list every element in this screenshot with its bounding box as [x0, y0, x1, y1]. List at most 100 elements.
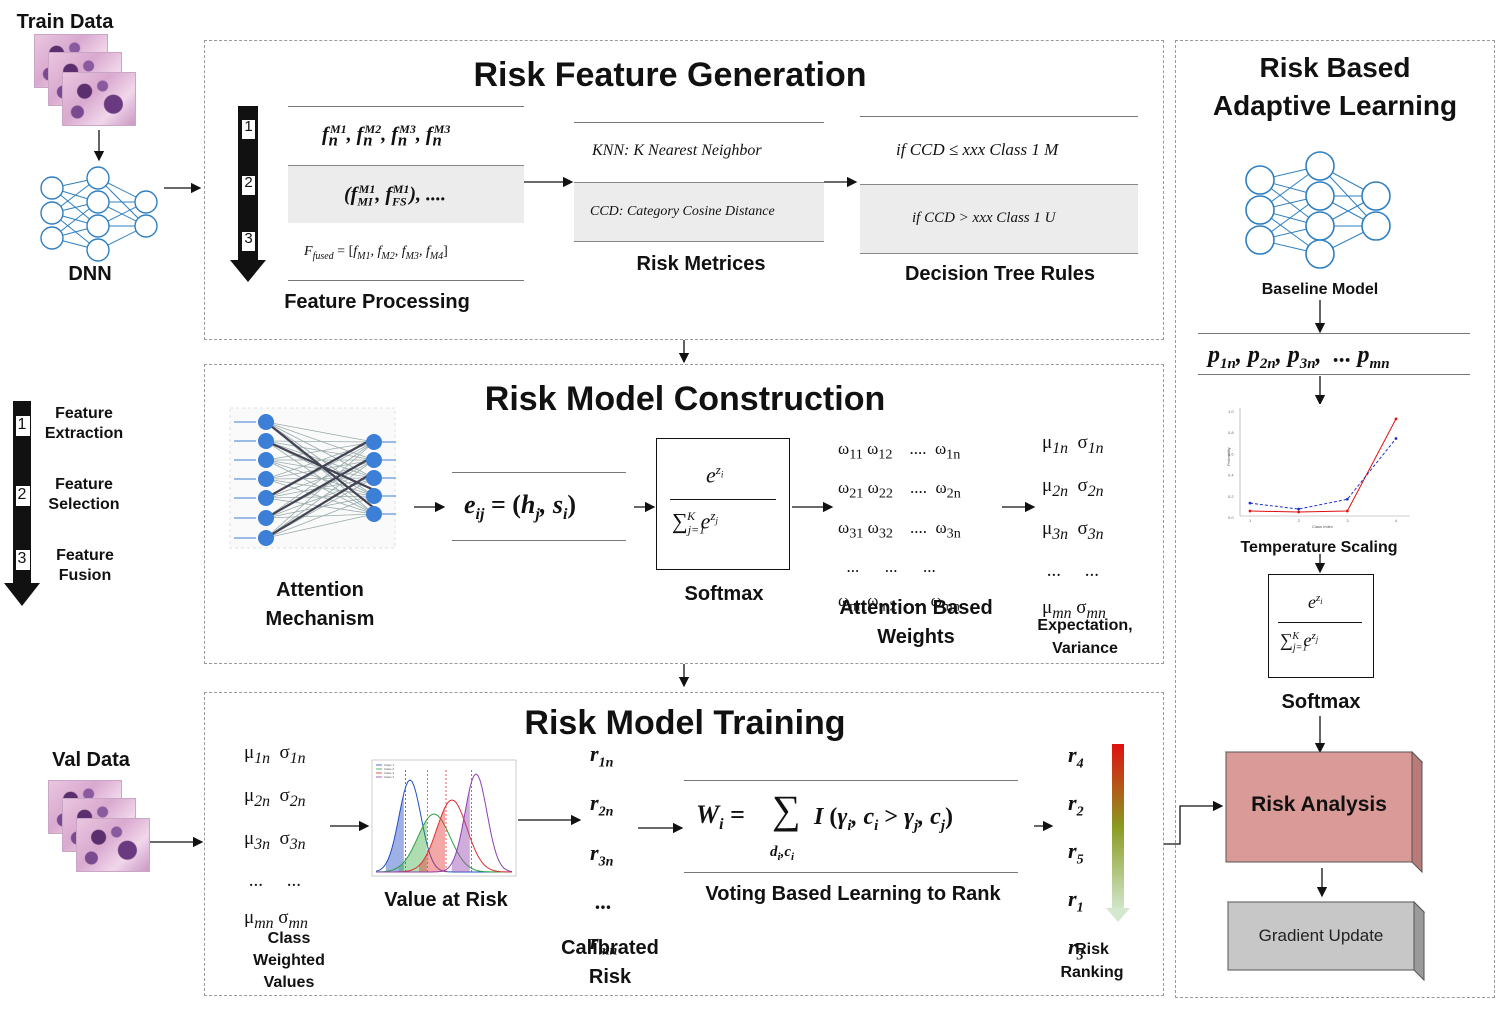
temp-red-point: [1248, 509, 1252, 513]
risk-model-training-panel: [204, 692, 1164, 996]
temp-blue-point: [1345, 497, 1349, 501]
var-curve: [376, 813, 512, 873]
legend-feature-selection: Feature Selection: [48, 476, 120, 513]
dt-rule-1: if CCD ≤ xxx Class 1 M: [896, 140, 1059, 159]
fp-formula-2: (fMIM1, fFSM1), ....: [344, 182, 447, 209]
softmax-fraction-bar: [670, 499, 776, 500]
adaptive-softmax-bar: [1278, 622, 1362, 623]
feature-step-1: 1: [244, 118, 253, 135]
attention-output-node: [366, 434, 382, 450]
vote-rule-bottom: [684, 872, 1018, 873]
dt-shaded-row: [860, 184, 1138, 254]
attention-mechanism-label: Attention Mechanism: [265, 579, 375, 630]
legend-feature-extraction: Feature Extraction: [44, 405, 124, 442]
construction-title: Risk Model Construction: [484, 380, 886, 418]
val-arrow: [150, 836, 204, 848]
temp-red-point: [1345, 509, 1349, 513]
var-tail-fill: [398, 819, 427, 872]
feature-generation-title: Risk Feature Generation: [473, 56, 867, 94]
risk-model-construction-panel: [204, 364, 1164, 664]
mu-sigma-matrix: μ1n σ1n μ2n σ2n μ3n σ3n ... ... μmn σmn: [1042, 432, 1106, 623]
vote-formula: Wi =: [696, 800, 745, 834]
var-legend-label: Class 1: [384, 763, 394, 767]
softmax-numerator: ezi: [706, 462, 724, 488]
attention-input-node: [258, 510, 274, 526]
fp-formula-3: Ffused = [fM1, fM2, fM3, fM4]: [304, 244, 448, 262]
temp-chart-ytick: 0.2: [1228, 494, 1234, 499]
baseline-model-label: Baseline Model: [1261, 281, 1379, 298]
panel2-to-panel3-arrow: [678, 664, 690, 688]
attention-input-node: [258, 530, 274, 546]
train-image-3: [62, 72, 136, 126]
adaptive-softmax-label: Softmax: [1281, 691, 1361, 713]
vote-sigma: ∑: [772, 787, 801, 832]
temp-chart-ytick: 0.4: [1228, 473, 1234, 478]
prob-rule-bottom: [1198, 374, 1470, 375]
temp-chart-ytick: 0.6: [1228, 451, 1234, 456]
attention-output-node: [366, 488, 382, 504]
attention-output-node: [366, 506, 382, 522]
attention-input-node: [258, 490, 274, 506]
legend-feature-fusion: Feature Fusion: [56, 547, 114, 584]
omega-matrix: ω11 ω12 .... ω1n ω21 ω22 .... ω2n ω31 ω3…: [838, 439, 961, 615]
val-data-label: Val Data: [52, 749, 130, 771]
eij-rule-top: [452, 472, 626, 473]
softmax-denominator: ∑j=1K ezj: [672, 508, 718, 537]
vote-sigma-sub: di,ci: [770, 844, 795, 863]
temp-red-point: [1394, 417, 1398, 421]
attention-output-node: [366, 452, 382, 468]
calibrated-risk-label: Calibrated Risk: [561, 937, 659, 988]
adaptive-learning-panel: [1175, 40, 1495, 998]
legend-num-1: 1: [17, 416, 27, 433]
gradient-update-box-3d: [1226, 900, 1426, 982]
var-legend-label: Class 2: [384, 767, 394, 771]
temp-chart-xtick: 4: [1395, 518, 1398, 523]
dnn-label: DNN: [68, 263, 112, 285]
step-legend-arrow: [4, 401, 40, 606]
adaptive-title-line1: Risk Based: [1259, 52, 1411, 83]
risk-metrices-label: Risk Metrices: [636, 253, 766, 275]
train-data-label: Train Data: [16, 11, 114, 33]
fp-rule-top: [288, 106, 524, 107]
vote-indicator: I (γi, ci > γj, cj): [814, 804, 953, 834]
temp-chart-ytick: 1.0: [1228, 409, 1234, 414]
var-legend-label: Class 3: [384, 771, 394, 775]
left-arrows: [93, 130, 202, 194]
adaptive-arrows: [1314, 300, 1328, 898]
construction-arrows: [414, 501, 1036, 513]
feature-steps-arrow: [230, 106, 266, 282]
temp-chart-xlabel: Class Index: [1312, 524, 1333, 529]
eij-formula: eij = (hj, si): [464, 490, 577, 524]
risk-gradient-arrow: [1106, 744, 1130, 922]
prob-list: p1n, p2n, p3n, ... pmn: [1208, 342, 1390, 372]
risk-feature-generation-panel: [204, 40, 1164, 340]
feature-step-3: 3: [244, 230, 253, 247]
adaptive-softmax-box: [1268, 574, 1374, 678]
softmax-label: Softmax: [684, 583, 764, 605]
attention-input-node: [258, 414, 274, 430]
risk-analysis-label[interactable]: Risk Analysis: [1251, 793, 1387, 816]
temp-chart-ylabel: Probability: [1226, 447, 1231, 466]
class-weighted-matrix: μ1n σ1n μ2n σ2n μ3n σ3n ... ... μmn σmn: [244, 742, 308, 933]
training-title: Risk Model Training: [524, 704, 846, 742]
temp-chart-ytick: 0.8: [1228, 430, 1234, 435]
var-tail-fill: [451, 788, 470, 872]
gradient-update-label[interactable]: Gradient Update: [1258, 926, 1384, 945]
panel1-to-panel2-arrow: [678, 340, 690, 364]
legend-num-3: 3: [17, 550, 27, 567]
value-at-risk-label: Value at Risk: [384, 889, 508, 911]
temp-chart-xtick: 3: [1346, 518, 1349, 523]
attention-input-node: [258, 452, 274, 468]
voting-label: Voting Based Learning to Rank: [705, 883, 1001, 905]
attention-network-icon: [229, 407, 396, 549]
dnn-network-icon: [40, 166, 158, 262]
class-weighted-values-label: Class Weighted Values: [253, 930, 325, 991]
risk-analysis-box-3d: [1224, 750, 1424, 874]
attention-output-node: [366, 470, 382, 486]
rm-shaded-row: [574, 182, 824, 242]
dt-rule-top: [860, 116, 1138, 117]
var-legend-label: Class 4: [384, 775, 394, 779]
